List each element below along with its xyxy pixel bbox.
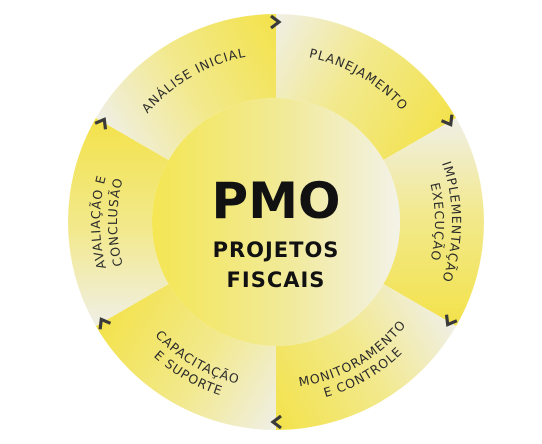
chevron-right-icon — [440, 114, 454, 127]
chevron-right-icon — [444, 314, 458, 327]
ring-segment — [276, 14, 457, 160]
segment-label: AVALIAÇÃO E — [88, 173, 109, 271]
chevron-right-icon — [270, 414, 282, 430]
ring-segment — [95, 14, 276, 160]
ring-segment — [68, 118, 169, 326]
chevron-right-icon — [98, 317, 112, 330]
chevron-right-icon — [94, 117, 108, 130]
cycle-ring — [68, 14, 484, 430]
ring-segment — [383, 118, 484, 326]
cycle-arrows — [94, 14, 458, 430]
chevron-right-icon — [270, 14, 282, 30]
segment-label: EXECUÇÃO — [427, 181, 447, 263]
center-title: PMO — [212, 172, 341, 230]
center-circle — [152, 98, 400, 346]
segment-label: CONCLUSÃO — [105, 176, 126, 268]
center-subtitle-line2: FISCAIS — [227, 268, 326, 292]
ring-segment — [276, 284, 457, 430]
center-subtitle-line1: PROJETOS — [213, 238, 340, 262]
ring-segment — [95, 284, 276, 430]
